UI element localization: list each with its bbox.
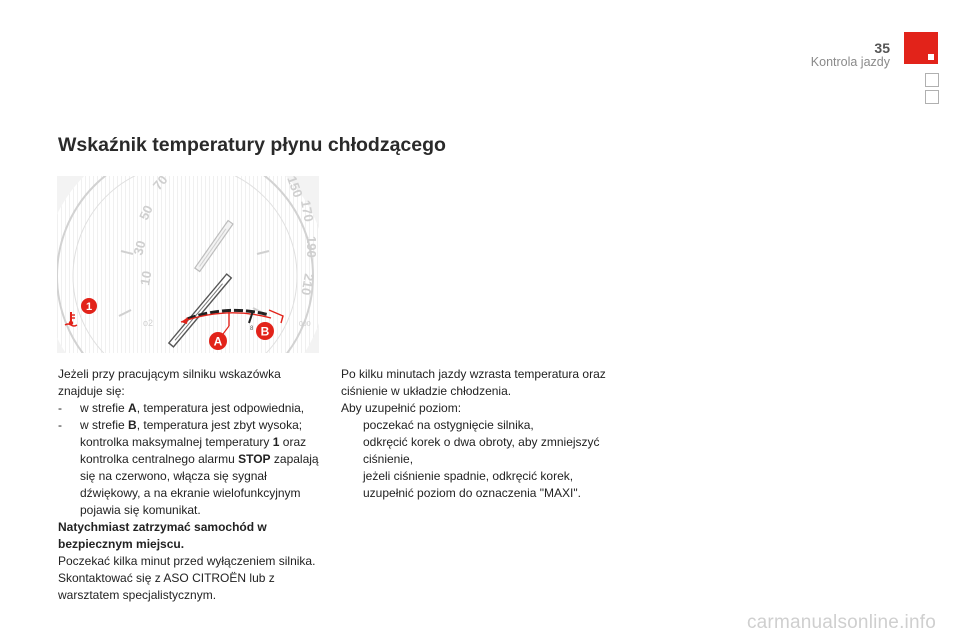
scale-label-left: 10 (137, 270, 154, 287)
right-column: Po kilku minutach jazdy wzrasta temperat… (341, 366, 611, 502)
chapter-tab[interactable] (925, 90, 939, 104)
zone-prefix: w strefie (80, 418, 129, 432)
speed-needle (193, 219, 234, 273)
zone-a-arc (180, 312, 272, 323)
bullet-icon (341, 417, 363, 434)
marker-1-label: 1 (86, 301, 92, 313)
svg-text:000: 000 (299, 321, 311, 328)
zone-b-arc (268, 309, 284, 324)
svg-text:o2: o2 (143, 318, 153, 328)
step-text: jeżeli ciśnienie spadnie, odkręcić korek… (363, 469, 574, 483)
scale-label-left: 30 (130, 239, 148, 257)
list-item-body: w strefie A, temperatura jest odpowiedni… (80, 400, 328, 417)
svg-text:8: 8 (250, 326, 254, 332)
step-item: uzupełnić poziom do oznaczenia "MAXI". (341, 485, 611, 502)
watermark: carmanualsonline.info (746, 612, 936, 633)
bullet-icon (341, 468, 363, 485)
chapter-tab[interactable] (925, 73, 939, 87)
zone-label: B (128, 418, 137, 432)
tab-marker (928, 54, 934, 60)
marker-b (256, 322, 274, 340)
marker-a (209, 332, 227, 350)
section-name: Kontrola jazdy (810, 55, 890, 69)
list-item: - w strefie B, temperatura jest zbyt wys… (58, 417, 328, 519)
list-dash: - (58, 401, 62, 415)
list-item: - w strefie A, temperatura jest odpowied… (58, 400, 328, 417)
intro-text: Jeżeli przy pracującym silniku wskazówka… (58, 367, 281, 398)
stop-label: STOP (238, 452, 271, 466)
list-item-body: w strefie B, temperatura jest zbyt wysok… (80, 417, 328, 519)
scale-label-right: 170 (298, 199, 317, 223)
zone-text: oraz kontrolka centralnego alarmu (80, 435, 307, 466)
step-text: uzupełnić poziom do oznaczenia "MAXI". (363, 486, 581, 500)
intro-text: Po kilku minutach jazdy wzrasta temperat… (341, 367, 606, 398)
zone-text: zapalają się na czerwono, włącza się syg… (80, 452, 319, 517)
list-dash: - (58, 418, 62, 432)
scale-label-left: 50 (136, 203, 156, 222)
marker-a-label: A (214, 335, 223, 349)
scale-label-right: 190 (304, 236, 319, 258)
bullet-icon (341, 434, 363, 468)
scale-label-right: 210 (298, 272, 317, 296)
left-column: Jeżeli przy pracującym silniku wskazówka… (58, 366, 328, 604)
warning-lamp-number: 1 (272, 435, 280, 449)
step-item: poczekać na ostygnięcie silnika, (341, 417, 611, 434)
step-text: poczekać na ostygnięcie silnika, (363, 418, 534, 432)
after-text: Poczekać kilka minut przed wyłączeniem s… (58, 554, 316, 602)
temperature-needle (167, 273, 233, 348)
zone-label: A (128, 401, 137, 415)
page-number: 35 (874, 40, 890, 56)
marker-1 (81, 298, 97, 314)
scale-label-right: 150 (284, 176, 306, 199)
coolant-gauge-figure: 10 30 50 70 150 170 190 210 8 000 o2 1 A (57, 176, 319, 353)
marker-b-label: B (261, 325, 270, 339)
zone-text: , temperatura jest zbyt wysoka; kontrolk… (80, 418, 303, 449)
coolant-temperature-icon (64, 312, 78, 327)
page-title: Wskaźnik temperatury płynu chłodzącego (58, 134, 446, 156)
bullet-icon (341, 485, 363, 502)
warning-text: Natychmiast zatrzymać samochód w bezpiec… (58, 520, 267, 551)
temperature-scale-arc (186, 308, 270, 321)
zone-prefix: w strefie (80, 401, 129, 415)
step-item: odkręcić korek o dwa obroty, aby zmniejs… (341, 434, 611, 468)
step-item: jeżeli ciśnienie spadnie, odkręcić korek… (341, 468, 611, 485)
chapter-tab-active[interactable] (904, 32, 938, 64)
lead-text: Aby uzupełnić poziom: (341, 401, 462, 415)
zone-text: , temperatura jest odpowiednia, (136, 401, 305, 415)
zone-a-arrow (181, 317, 188, 324)
step-text: odkręcić korek o dwa obroty, aby zmniejs… (363, 435, 600, 466)
